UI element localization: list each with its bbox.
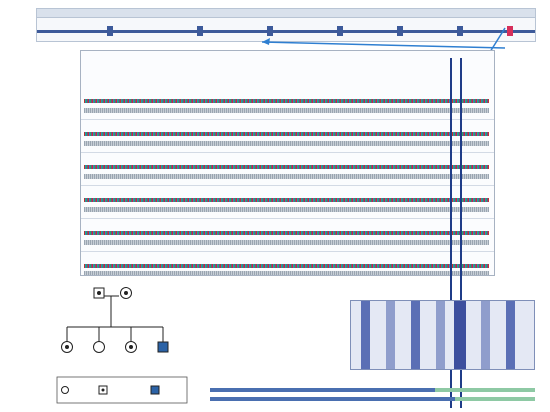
alignment-column	[361, 301, 370, 369]
exon-marker	[107, 26, 113, 36]
alignment-row	[81, 120, 494, 153]
exon-marker	[337, 26, 343, 36]
carrier-dot	[124, 291, 128, 295]
gene-title-bar	[37, 9, 535, 18]
pedigree-daughter	[93, 341, 105, 353]
genotype-label	[496, 211, 550, 221]
variant-column-marker	[460, 58, 462, 408]
key-symbol	[61, 386, 69, 394]
exon-marker	[197, 26, 203, 36]
variant-alignment-column	[454, 301, 466, 369]
alignment-row	[81, 87, 494, 120]
genotype-label	[496, 244, 550, 254]
sequence-track	[84, 132, 489, 136]
alignment-column	[411, 301, 420, 369]
pedigree-key	[56, 376, 188, 404]
alignment-row	[81, 186, 494, 219]
domain-region	[455, 397, 535, 401]
genotype-label	[496, 178, 550, 188]
variant-exon-marker	[507, 26, 513, 36]
carrier-dot	[101, 388, 105, 392]
zoom-arrow	[489, 27, 506, 53]
gene-exon-track	[37, 30, 535, 33]
genotype-label	[496, 145, 550, 155]
sequence-track	[84, 198, 489, 202]
carrier-dot	[65, 345, 69, 349]
domain-bar	[210, 388, 535, 392]
exon-marker	[457, 26, 463, 36]
domain-bar	[210, 397, 535, 401]
sequence-track	[84, 165, 489, 169]
coverage-track	[84, 174, 489, 179]
sequence-track	[84, 99, 489, 103]
orthologue-alignment	[350, 300, 535, 370]
alignment-row	[81, 252, 494, 276]
gene-overview-track	[36, 8, 536, 42]
coverage-track	[84, 271, 489, 275]
genotype-label	[496, 112, 550, 122]
pedigree-chart	[56, 287, 188, 404]
coverage-track	[84, 240, 489, 245]
zoom-arrowhead	[262, 38, 270, 45]
pedigree-affected-son	[157, 341, 169, 353]
coverage-track	[84, 207, 489, 212]
sequence-track	[84, 231, 489, 235]
alignment-column	[386, 301, 395, 369]
zoom-arrow	[261, 41, 506, 49]
coverage-track	[84, 141, 489, 146]
carrier-dot	[129, 345, 133, 349]
species-list	[222, 300, 342, 370]
variant-column-marker	[450, 58, 452, 408]
exon-marker	[267, 26, 273, 36]
exon-marker	[397, 26, 403, 36]
genotype-label	[496, 268, 550, 278]
protein-domain-track	[200, 380, 545, 402]
domain-region	[435, 388, 535, 392]
alignment-column	[481, 301, 490, 369]
sequence-track	[84, 264, 489, 268]
alignment-row	[81, 153, 494, 186]
alignment-column	[506, 301, 515, 369]
coverage-track	[84, 108, 489, 113]
key-symbol	[150, 385, 160, 395]
alignment-panel	[80, 50, 495, 276]
alignment-row	[81, 219, 494, 252]
carrier-dot	[97, 291, 101, 295]
alignment-column	[436, 301, 445, 369]
